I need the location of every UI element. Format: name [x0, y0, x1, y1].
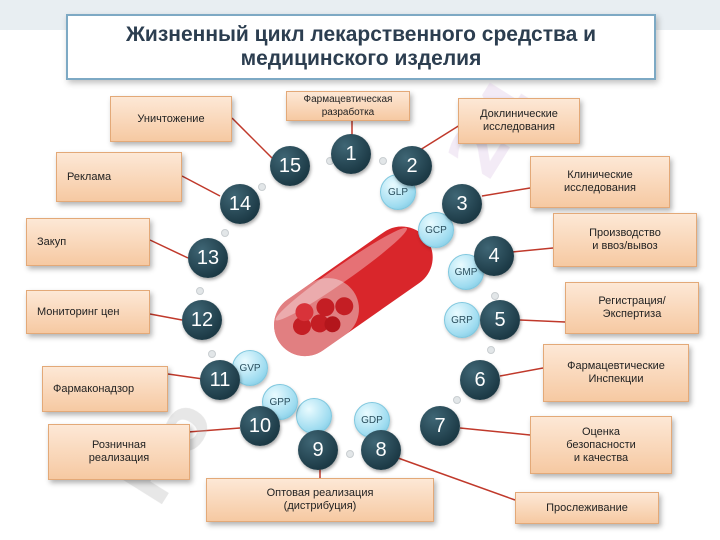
- connector-7: [459, 427, 531, 436]
- connector-8: [397, 457, 516, 501]
- label-stage-4: Производство и ввоз/вывоз: [553, 213, 697, 267]
- connector-13: [149, 239, 189, 259]
- connector-14: [181, 175, 221, 197]
- connector-12: [149, 313, 183, 321]
- stage-13-circle: 13: [188, 238, 228, 278]
- label-stage-15: Уничтожение: [110, 96, 232, 142]
- label-stage-10: Розничная реализация: [48, 424, 190, 480]
- label-stage-13: Закуп: [26, 218, 150, 266]
- stage-4-circle: 4: [474, 236, 514, 276]
- label-stage-6: Фармацевтические Инспекции: [543, 344, 689, 402]
- stage-15-circle: 15: [270, 146, 310, 186]
- connector-10: [187, 427, 241, 433]
- title-box: Жизненный цикл лекарственного средства и…: [66, 14, 656, 80]
- connector-15: [231, 117, 273, 159]
- stage-9-circle: 9: [298, 430, 338, 470]
- connector-2: [419, 124, 461, 151]
- label-stage-5: Регистрация/ Экспертиза: [565, 282, 699, 334]
- stage-3-circle: 3: [442, 184, 482, 224]
- stage-6-circle: 6: [460, 360, 500, 400]
- label-stage-11: Фармаконадзор: [42, 366, 168, 412]
- label-stage-3: Клинические исследования: [530, 156, 670, 208]
- diagram-title: Жизненный цикл лекарственного средства и…: [125, 23, 597, 70]
- stage-7-circle: 7: [420, 406, 460, 446]
- connector-4: [511, 247, 554, 253]
- capsule-image: [274, 226, 433, 357]
- label-stage-2: Доклинические исследования: [458, 98, 580, 144]
- practice-blank: [296, 398, 332, 434]
- ring-dot: [487, 346, 495, 354]
- ring-dot: [221, 229, 229, 237]
- stage-11-circle: 11: [200, 360, 240, 400]
- connector-6: [499, 367, 544, 377]
- stage-5-circle: 5: [480, 300, 520, 340]
- label-stage-8: Прослеживание: [515, 492, 659, 524]
- ring-dot: [258, 183, 266, 191]
- label-stage-14: Реклама: [56, 152, 182, 202]
- ring-dot: [379, 157, 387, 165]
- ring-dot: [208, 350, 216, 358]
- practice-gcp: GCP: [418, 212, 454, 248]
- ring-dot: [453, 396, 461, 404]
- ring-dot: [346, 450, 354, 458]
- connector-5: [519, 319, 566, 323]
- label-stage-9: Оптовая реализация (дистрибуция): [206, 478, 434, 522]
- stage-8-circle: 8: [361, 430, 401, 470]
- stage-14-circle: 14: [220, 184, 260, 224]
- stage-10-circle: 10: [240, 406, 280, 446]
- practice-grp: GRP: [444, 302, 480, 338]
- ring-dot: [196, 287, 204, 295]
- stage-12-circle: 12: [182, 300, 222, 340]
- stage-2-circle: 2: [392, 146, 432, 186]
- label-stage-1: Фармацевтическая разработка: [286, 91, 410, 121]
- stage-1-circle: 1: [331, 134, 371, 174]
- connector-3: [481, 187, 531, 197]
- label-stage-7: Оценка безопасности и качества: [530, 416, 672, 474]
- label-stage-12: Мониторинг цен: [26, 290, 150, 334]
- ring-dot: [491, 292, 499, 300]
